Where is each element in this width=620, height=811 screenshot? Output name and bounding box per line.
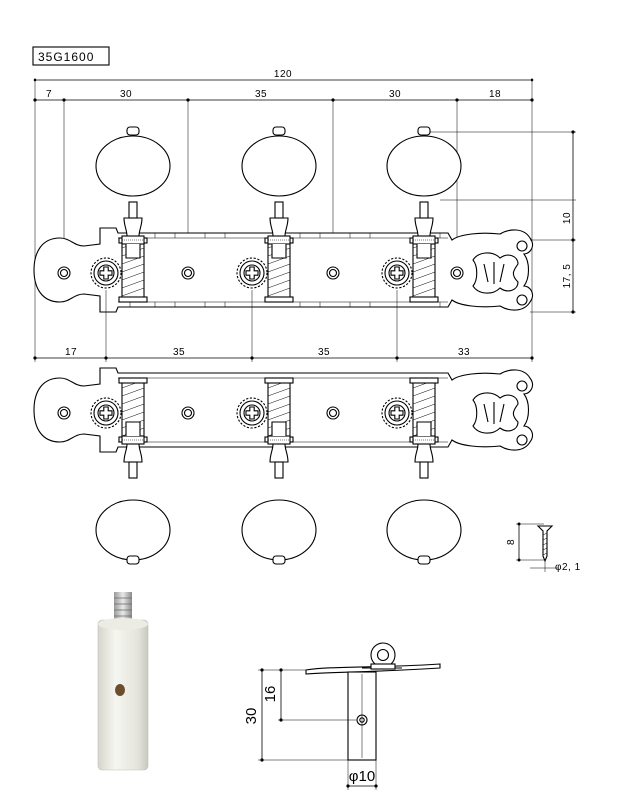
side-view: 30 16 φ10: [243, 642, 441, 790]
dim-lower-3: 35: [318, 347, 330, 358]
screw-diameter: φ2, 1: [555, 562, 581, 573]
part-code: 35G1600: [38, 50, 94, 64]
dim-right-1: 10: [562, 212, 573, 224]
side-diameter: φ10: [349, 768, 375, 785]
dim-upper-4: 30: [389, 89, 401, 100]
button-bushing-illustration: [97, 592, 149, 771]
top-view: 120 7 30 35 30 18: [33, 69, 576, 362]
part-code-box: [32, 46, 110, 66]
bottom-view: [33, 367, 534, 565]
side-offset: 16: [262, 686, 279, 703]
dim-lower-1: 17: [65, 347, 77, 358]
dim-upper-3: 35: [255, 89, 267, 100]
screw-length: 8: [506, 539, 517, 545]
dim-upper-2: 30: [120, 89, 132, 100]
dim-upper-5: 18: [489, 89, 501, 100]
screw-detail: 8 φ2, 1: [506, 522, 581, 573]
dim-lower-4: 33: [458, 347, 470, 358]
dim-upper-1: 7: [46, 89, 52, 100]
side-height: 30: [243, 708, 260, 725]
dim-overall-width: 120: [274, 69, 292, 80]
dim-lower-2: 35: [173, 347, 185, 358]
dim-right-2: 17, 5: [562, 264, 573, 289]
